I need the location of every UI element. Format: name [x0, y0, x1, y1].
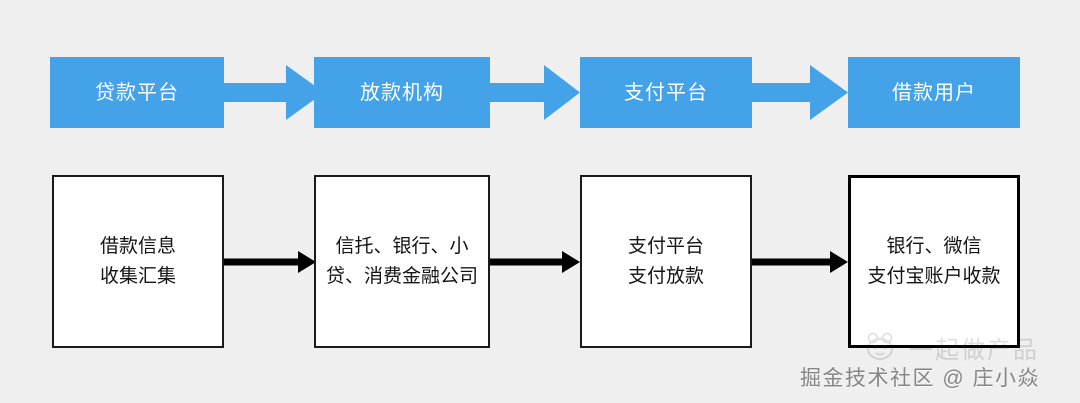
blue-arrow-1 [224, 65, 324, 120]
stage-label: 贷款平台 [95, 81, 179, 104]
watermark-main: 掘金技术社区 @ 庄小焱 [800, 362, 1080, 392]
blue-arrow-3 [752, 65, 848, 120]
process-line: 支付平台 [627, 236, 704, 258]
black-arrow-2 [490, 251, 580, 273]
process-line: 信托、银行、小 [335, 236, 469, 258]
process-box-4: 银行、微信 支付宝账户收款 [848, 175, 1020, 348]
black-arrow-3 [752, 251, 848, 273]
stage-label: 放款机构 [360, 81, 444, 104]
process-line: 支付放款 [627, 265, 704, 287]
stage-label: 借款用户 [892, 81, 976, 104]
process-line: 贷、消费金融公司 [325, 265, 478, 287]
stage-box-3: 支付平台 [580, 57, 752, 128]
black-arrow-1 [224, 251, 316, 273]
process-line: 支付宝账户收款 [867, 265, 1001, 287]
process-line: 借款信息 [99, 236, 176, 258]
process-line: 银行、微信 [886, 236, 982, 258]
process-line: 收集汇集 [99, 265, 176, 287]
stage-box-2: 放款机构 [314, 57, 490, 128]
process-box-2: 信托、银行、小 贷、消费金融公司 [314, 175, 490, 348]
process-box-1: 借款信息 收集汇集 [52, 175, 224, 348]
blue-arrow-2 [490, 65, 580, 120]
process-box-3: 支付平台 支付放款 [580, 175, 752, 348]
stage-box-1: 贷款平台 [50, 57, 224, 128]
stage-label: 支付平台 [624, 81, 708, 104]
watermark-main-text: 掘金技术社区 @ 庄小焱 [800, 367, 1040, 390]
stage-box-4: 借款用户 [848, 57, 1020, 128]
